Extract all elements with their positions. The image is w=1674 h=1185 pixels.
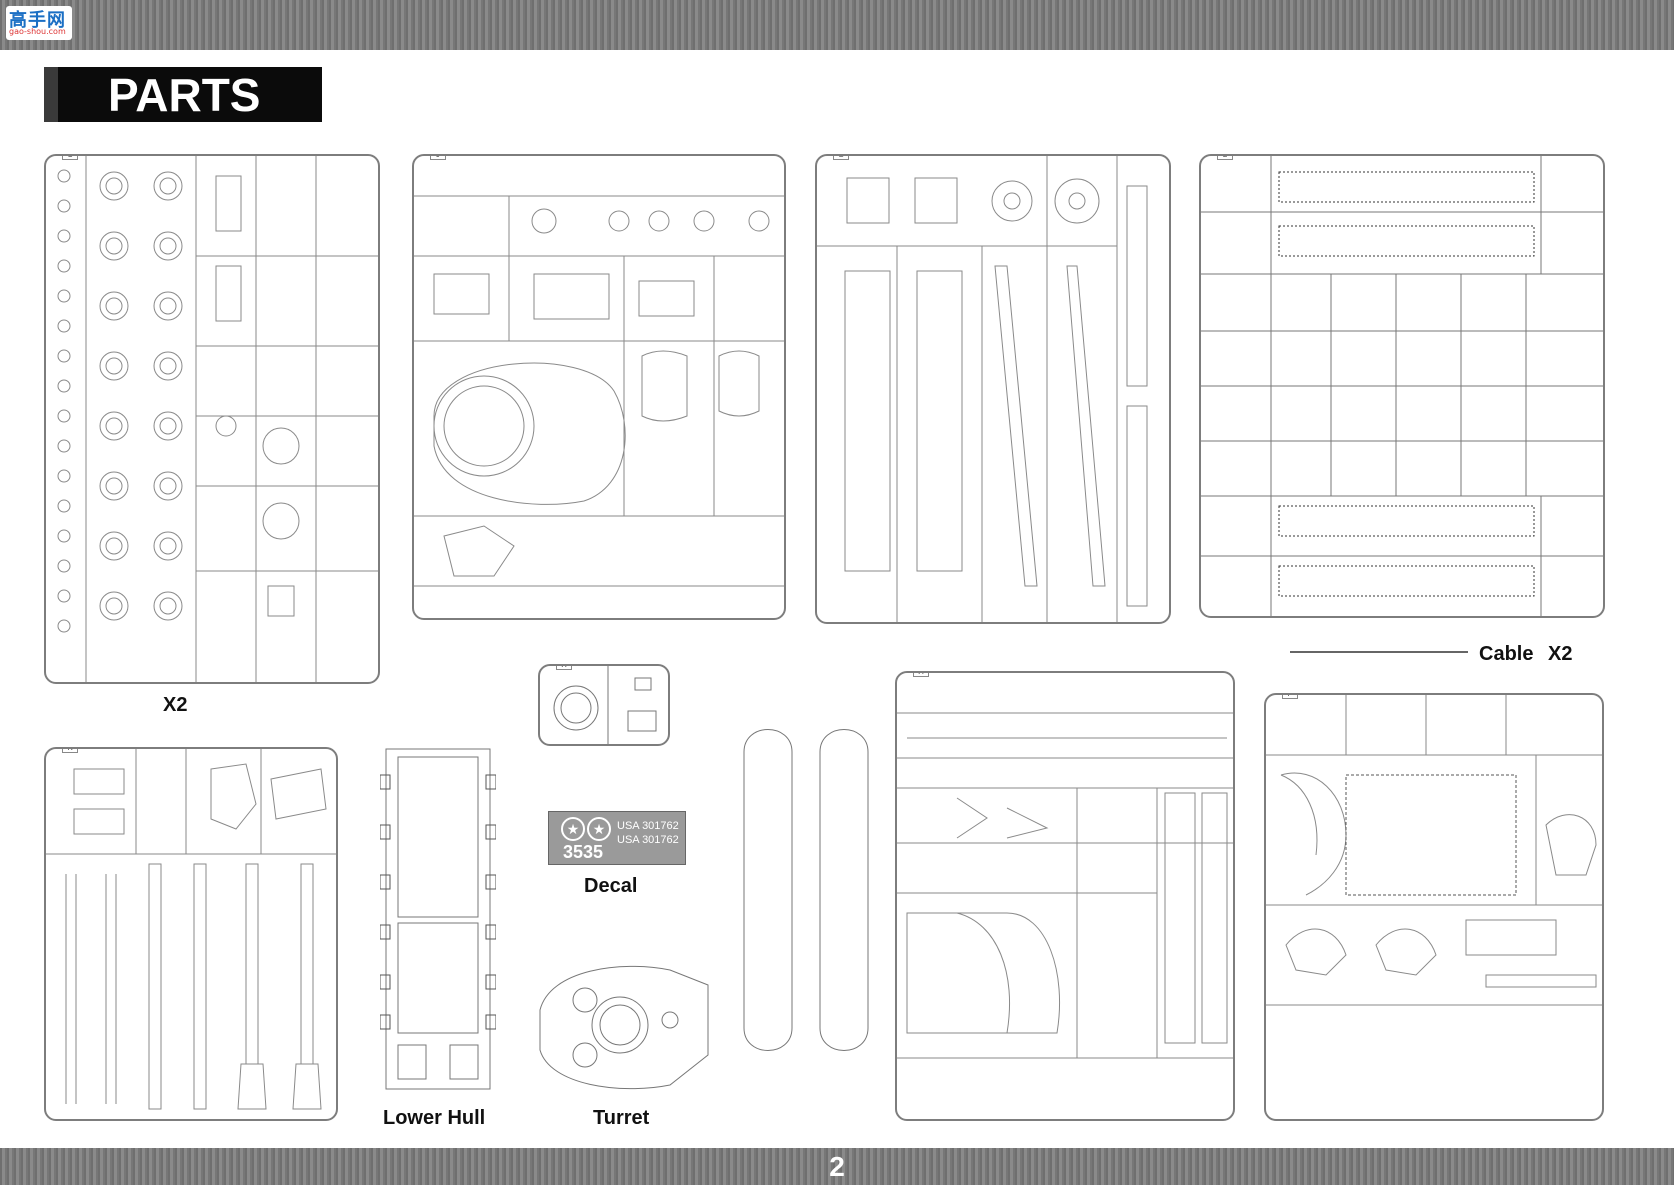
- sprue-x: X: [538, 664, 670, 746]
- sprue-l-drawing: [1201, 156, 1603, 616]
- turret-drawing: [539, 965, 709, 1090]
- decal-usa-line2: USA 301762: [617, 834, 679, 846]
- decal-label: Decal: [584, 875, 638, 897]
- site-logo-url: gao-shou.com: [9, 27, 66, 36]
- sprue-c-drawing: [57, 156, 378, 682]
- decal-sheet: ★ ★ 3535 USA 301762 USA 301762: [548, 811, 686, 865]
- sprue-x-drawing: [553, 666, 657, 744]
- sprue-j-id: J: [430, 156, 446, 160]
- sprue-g-drawing: [817, 156, 1148, 622]
- turret-label: Turret: [593, 1107, 650, 1129]
- page-title: PARTS: [108, 69, 261, 121]
- top-band: [0, 0, 1674, 50]
- cable-line: [1290, 651, 1468, 653]
- sprue-k-id: K: [62, 749, 78, 753]
- sprue-c-id: C: [62, 156, 78, 160]
- side-skirt-drawing: [743, 729, 869, 1051]
- sprue-j: J: [412, 154, 786, 620]
- cable-multiplier: X2: [1548, 643, 1573, 665]
- decal-number: 3535: [563, 842, 604, 862]
- decal-usa-line1: USA 301762: [617, 820, 679, 832]
- site-logo-text: 高手网: [9, 10, 66, 31]
- sprue-c: C: [44, 154, 380, 684]
- lower-hull-label: Lower Hull: [383, 1107, 486, 1129]
- page-number: 2: [829, 1151, 845, 1182]
- sprue-l: L: [1199, 154, 1605, 618]
- sprue-c-multiplier: X2: [163, 694, 188, 716]
- sprue-f-id: F: [1282, 695, 1298, 699]
- decal-star-icon: ★: [561, 817, 585, 841]
- sprue-j-drawing: [414, 195, 784, 587]
- bottom-band: [0, 1148, 1674, 1185]
- sprue-k-drawing: [46, 749, 336, 1110]
- decal-star-icon: ★: [587, 817, 611, 841]
- sprue-f-drawing: [1266, 695, 1602, 1006]
- sprue-l-id: L: [1217, 156, 1233, 160]
- cable-label: Cable: [1479, 643, 1534, 665]
- site-logo: 高手网 gao-shou.com: [6, 6, 72, 40]
- sprue-f: F: [1264, 693, 1604, 1121]
- sprue-g-id: G: [833, 156, 849, 160]
- sprue-h-drawing: [897, 712, 1233, 1059]
- sprue-k: K: [44, 747, 338, 1121]
- sprue-h: H: [895, 671, 1235, 1121]
- parts-heading-box: PARTS: [44, 67, 322, 122]
- sprue-h-id: H: [913, 673, 929, 677]
- lower-hull-drawing: [380, 748, 496, 1090]
- sprue-g: G: [815, 154, 1171, 624]
- sprue-x-id: X: [556, 666, 572, 670]
